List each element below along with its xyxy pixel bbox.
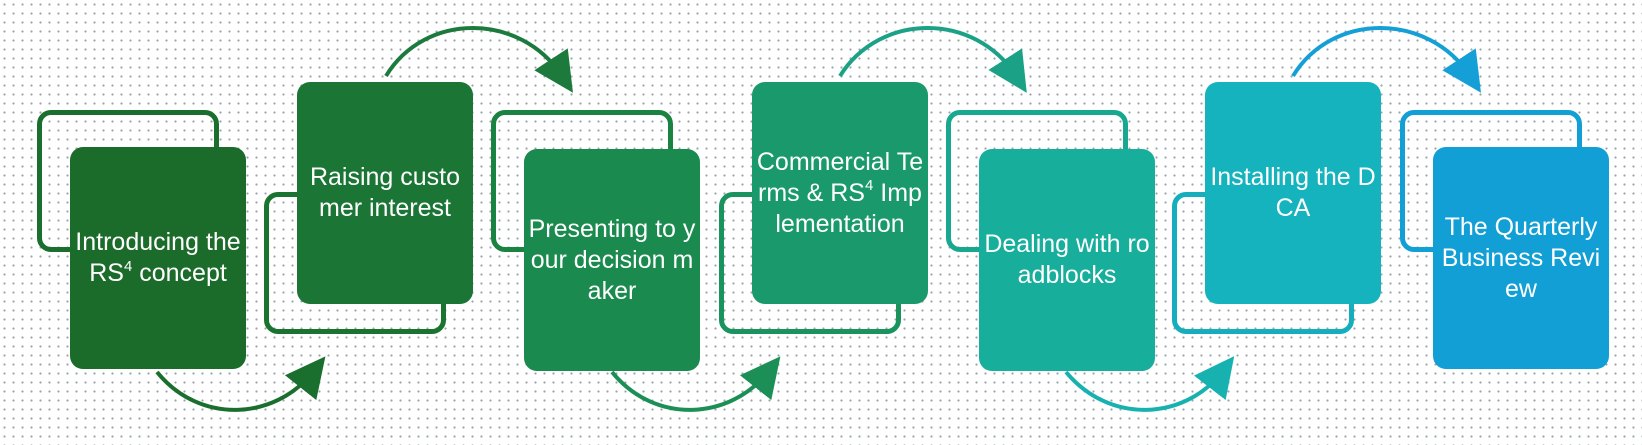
step-1-card[interactable]: Introducing the RS4 concept	[70, 147, 246, 369]
step-4-card[interactable]: Commercial Terms & RS4 Implementation	[752, 82, 928, 304]
step-3-label: Presenting to your decision maker	[528, 214, 696, 305]
step-3-card[interactable]: Presenting to your decision maker	[524, 149, 700, 371]
step-2-card[interactable]: Raising customer interest	[297, 82, 473, 304]
arc-arrow-6-to-7	[1291, 26, 1481, 93]
step-5-label: Dealing with roadblocks	[984, 230, 1150, 289]
arc-arrow-4-to-5	[838, 26, 1027, 93]
step-6-label: Installing the DCA	[1210, 163, 1376, 222]
step-5-card[interactable]: Dealing with roadblocks	[979, 149, 1155, 371]
step-1-label: Introducing the RS4 concept	[75, 228, 241, 287]
arc-arrow-5-to-6	[1064, 356, 1235, 412]
step-2-label: Raising customer interest	[309, 163, 461, 222]
arc-arrow-1-to-2	[155, 356, 326, 412]
step-7-label: The Quarterly Business Review	[1441, 212, 1601, 303]
arc-arrow-2-to-3	[384, 26, 573, 93]
step-4-label: Commercial Terms & RS4 Implementation	[756, 147, 924, 238]
step-7-card[interactable]: The Quarterly Business Review	[1433, 147, 1609, 369]
arc-arrow-3-to-4	[610, 356, 781, 412]
step-6-card[interactable]: Installing the DCA	[1205, 82, 1381, 304]
